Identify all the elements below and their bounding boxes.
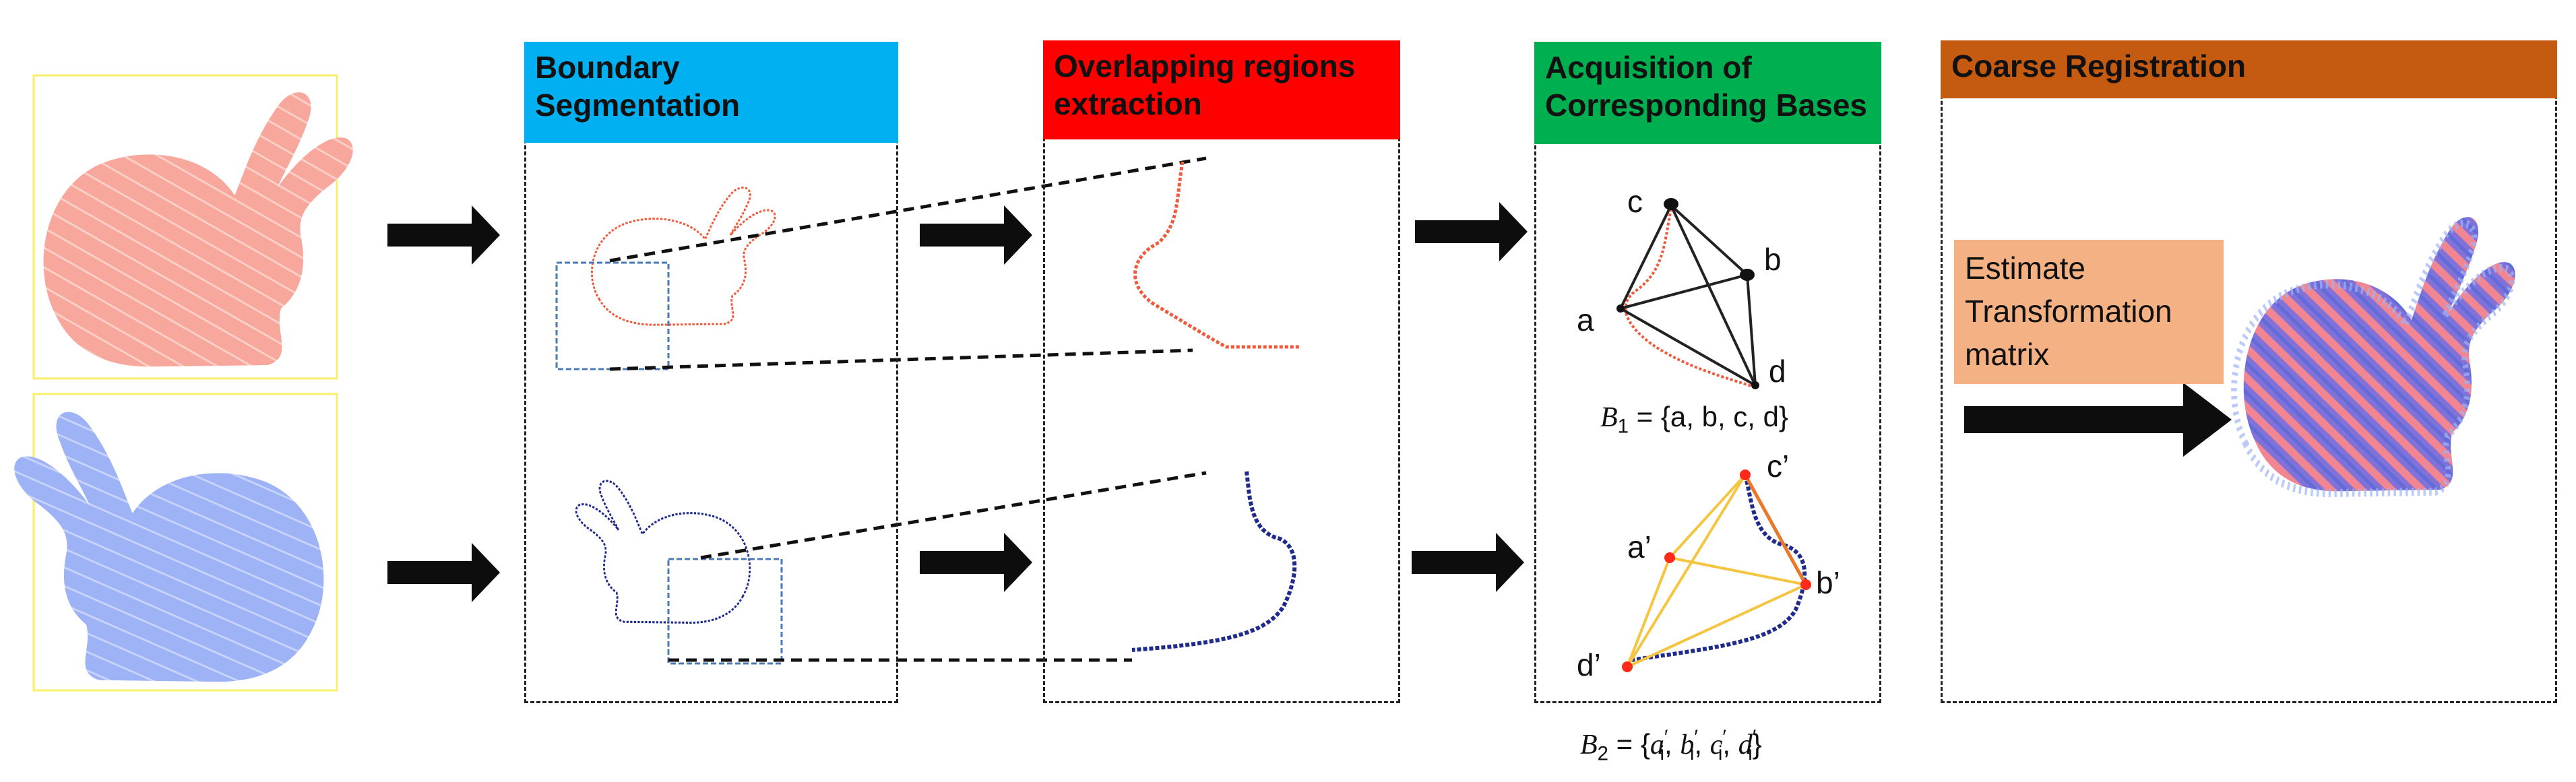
- base1-formula-set: = {a, b, c, d}: [1629, 401, 1789, 432]
- overlap-extraction-panel: Overlapping regions extraction: [1043, 40, 1400, 703]
- base1-label-d: d: [1769, 354, 1786, 389]
- base1-label-b: b: [1764, 242, 1782, 277]
- coarse-registration-panel: Coarse Registration: [1941, 40, 2557, 703]
- arrow-to-bases-bottom: [1412, 533, 1524, 592]
- source-crop-box: [555, 261, 670, 370]
- estimate-transformation-box: Estimate Transformation matrix: [1954, 240, 2224, 384]
- base2-prime-d: ′: [1752, 726, 1757, 748]
- base2-label-b: b’: [1816, 565, 1840, 600]
- base2-prime-c: ′: [1722, 726, 1726, 748]
- base2-index-c: i: [1718, 742, 1723, 765]
- overlap-extraction-header: Overlapping regions extraction: [1043, 40, 1400, 139]
- base2-formula-close: }: [1752, 728, 1762, 760]
- base2-elem-a: a: [1650, 729, 1664, 760]
- base1-label-a: a: [1577, 302, 1594, 337]
- base2-prime-a: ′: [1664, 726, 1668, 748]
- base2-index-d: i: [1748, 742, 1753, 765]
- corresponding-bases-header: Acquisition of Corresponding Bases: [1534, 42, 1881, 144]
- arrow-to-boundary-top: [387, 205, 500, 265]
- base2-label-d: d’: [1577, 647, 1601, 682]
- zoom-connector-lines: [609, 156, 1207, 662]
- target-bunny-image: [14, 393, 338, 692]
- base2-orange-edge: [1743, 474, 1808, 586]
- arrow-to-overlap-top: [920, 205, 1032, 265]
- base1-boundary-curve: [1624, 208, 1756, 389]
- base2-index-a: i: [1660, 742, 1664, 765]
- base1-quadrilateral: [1619, 204, 1757, 387]
- base2-label-a: a’: [1627, 529, 1652, 564]
- base1-formula-subscript: 1: [1617, 415, 1629, 438]
- base2-formula-eq: = {: [1608, 728, 1650, 760]
- arrow-to-boundary-bottom: [387, 543, 500, 602]
- base2-elem-c: c: [1709, 729, 1723, 760]
- boundary-segmentation-panel: Boundary Segmentation: [524, 42, 898, 703]
- target-crop-box: [667, 558, 783, 665]
- base1-formula-symbol: B: [1600, 402, 1618, 433]
- base2-elem-d: d: [1738, 729, 1753, 760]
- arrow-to-registered-bunny: [1964, 383, 2232, 457]
- source-bunny-image: [32, 74, 353, 380]
- arrow-to-overlap-bottom: [920, 533, 1032, 592]
- base2-points: [1622, 469, 1811, 672]
- base1-points: [1616, 198, 1759, 389]
- boundary-segmentation-header: Boundary Segmentation: [524, 42, 898, 143]
- target-overlap-curve: [1131, 471, 1297, 652]
- base2-index-b: i: [1689, 742, 1695, 765]
- corresponding-bases-panel: Acquisition of Corresponding Bases: [1534, 42, 1881, 703]
- base2-elem-b: b: [1680, 729, 1695, 760]
- coarse-registration-header: Coarse Registration: [1941, 40, 2557, 98]
- base2-formula-subscript: 2: [1597, 742, 1609, 765]
- base2-formula: B2 = {a′i, b′i, c′i, d′i}: [1580, 726, 1762, 765]
- base2-label-c: c’: [1767, 449, 1790, 484]
- base2-formula-symbol: B: [1580, 729, 1598, 760]
- base1-label-c: c: [1627, 184, 1643, 219]
- source-overlap-curve: [1133, 161, 1300, 349]
- arrow-to-bases-top: [1415, 202, 1528, 261]
- base1-formula: B1 = {a, b, c, d}: [1600, 401, 1788, 438]
- base2-prime-b: ′: [1694, 726, 1698, 748]
- base2-quadrilateral: [1626, 474, 1807, 668]
